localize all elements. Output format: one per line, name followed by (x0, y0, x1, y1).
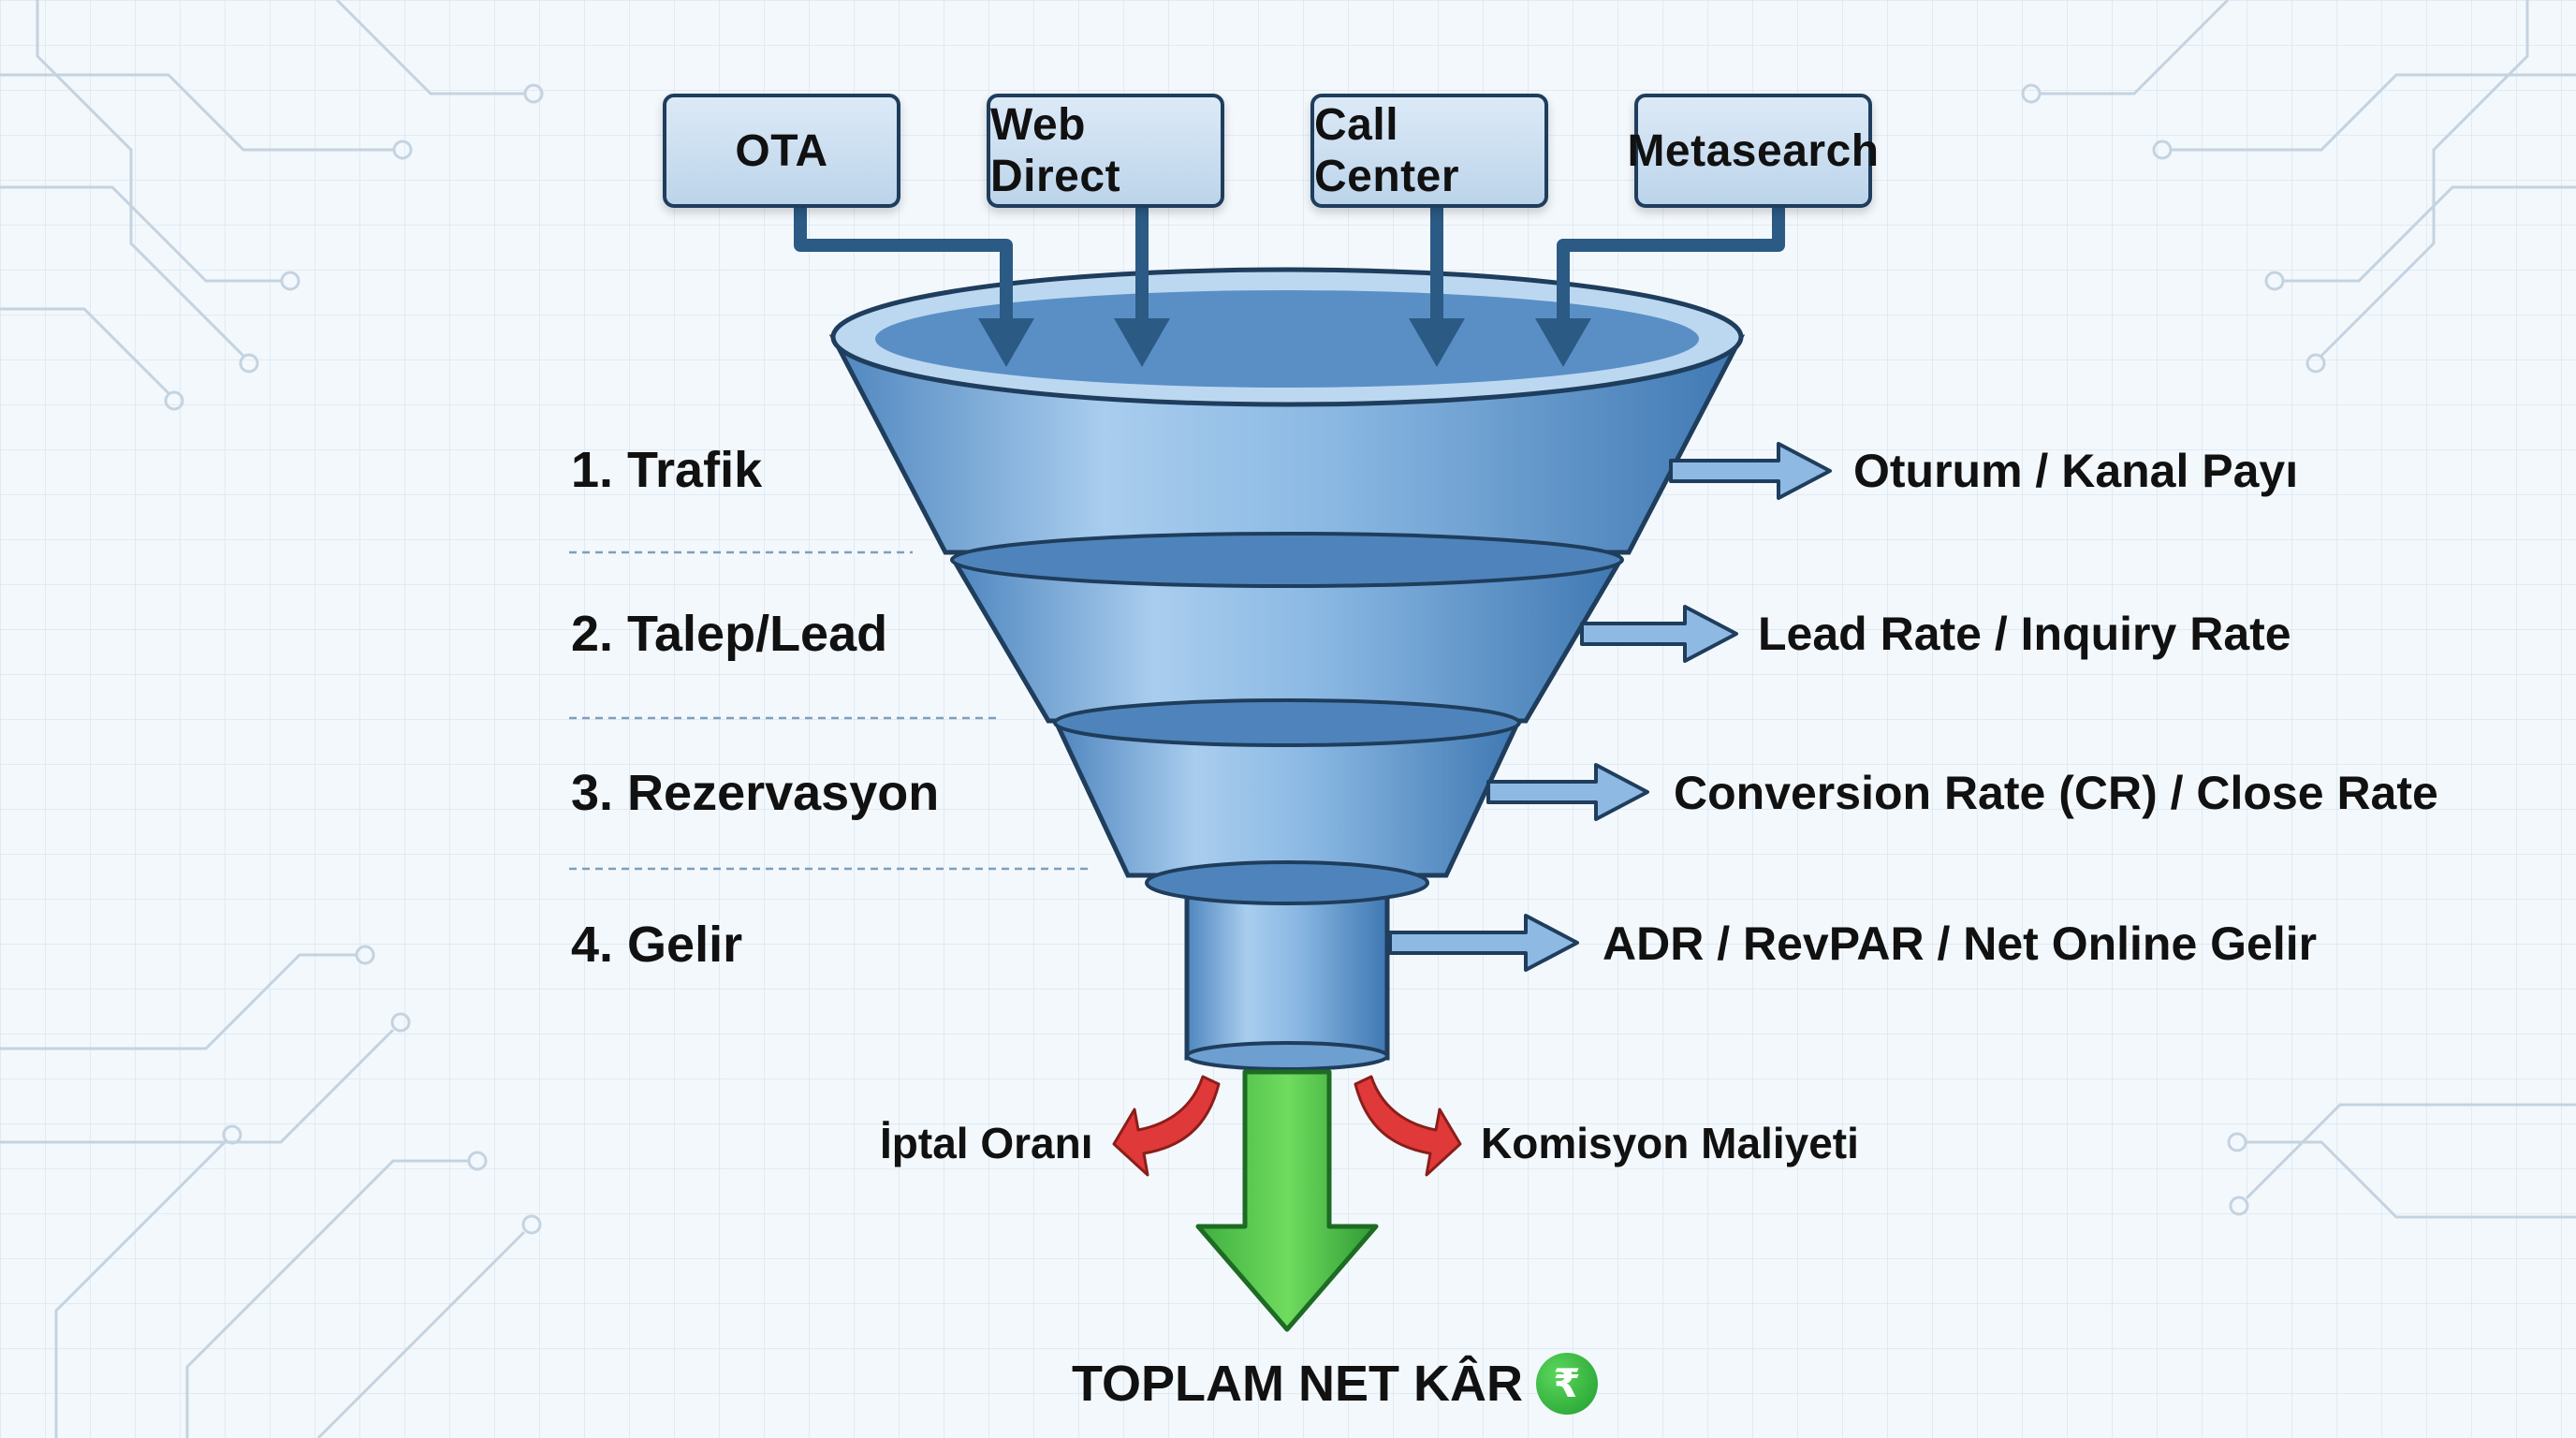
funnel-section-booking (1054, 723, 1520, 878)
metric-label-traffic: Oturum / Kanal Payı (1853, 445, 2299, 497)
commission-arrow (1354, 1075, 1462, 1177)
funnel-ring (950, 532, 1624, 588)
net-profit-label: TOPLAM NET KÂR (1072, 1356, 1523, 1412)
cancellation-arrow (1112, 1075, 1221, 1177)
funnel-ring (1145, 860, 1429, 905)
funnel-ring (1053, 698, 1521, 747)
stage-label-traffic: 1. Trafik (571, 442, 763, 498)
metric-label-booking: Conversion Rate (CR) / Close Rate (1674, 767, 2438, 819)
funnel-opening (875, 290, 1699, 388)
leak-label-cancellation: İptal Oranı (880, 1119, 1093, 1167)
source-arrowheads (978, 318, 1591, 367)
stage-label-revenue: 4. Gelir (571, 917, 743, 973)
metric-arrow-4 (1388, 914, 1579, 972)
metric-arrow-3 (1486, 763, 1649, 821)
stage-label-lead: 2. Talep/Lead (571, 606, 888, 662)
currency-coin-icon: ₹ (1536, 1353, 1598, 1415)
net-profit-arrow (1195, 1069, 1379, 1332)
leak-label-commission: Komisyon Maliyeti (1481, 1119, 1859, 1167)
metric-arrow-1 (1669, 442, 1832, 500)
source-connectors (794, 202, 1785, 323)
stage-dividers (569, 550, 1093, 871)
source-box-call-center: Call Center (1310, 94, 1548, 208)
metric-arrows (1388, 442, 1832, 972)
stage-label-booking: 3. Rezervasyon (571, 765, 940, 821)
source-box-web-direct: Web Direct (987, 94, 1224, 208)
metric-label-revenue: ADR / RevPAR / Net Online Gelir (1603, 917, 2318, 970)
funnel-spout-bottom (1185, 1041, 1389, 1071)
funnel-spout (1184, 882, 1390, 1061)
metric-arrow-2 (1580, 605, 1738, 663)
metric-label-lead: Lead Rate / Inquiry Rate (1758, 608, 2291, 660)
source-box-ota: OTA (663, 94, 900, 208)
net-profit-result: TOPLAM NET KÂR ₹ (1072, 1353, 1598, 1415)
source-box-metasearch: Metasearch (1627, 94, 1879, 208)
